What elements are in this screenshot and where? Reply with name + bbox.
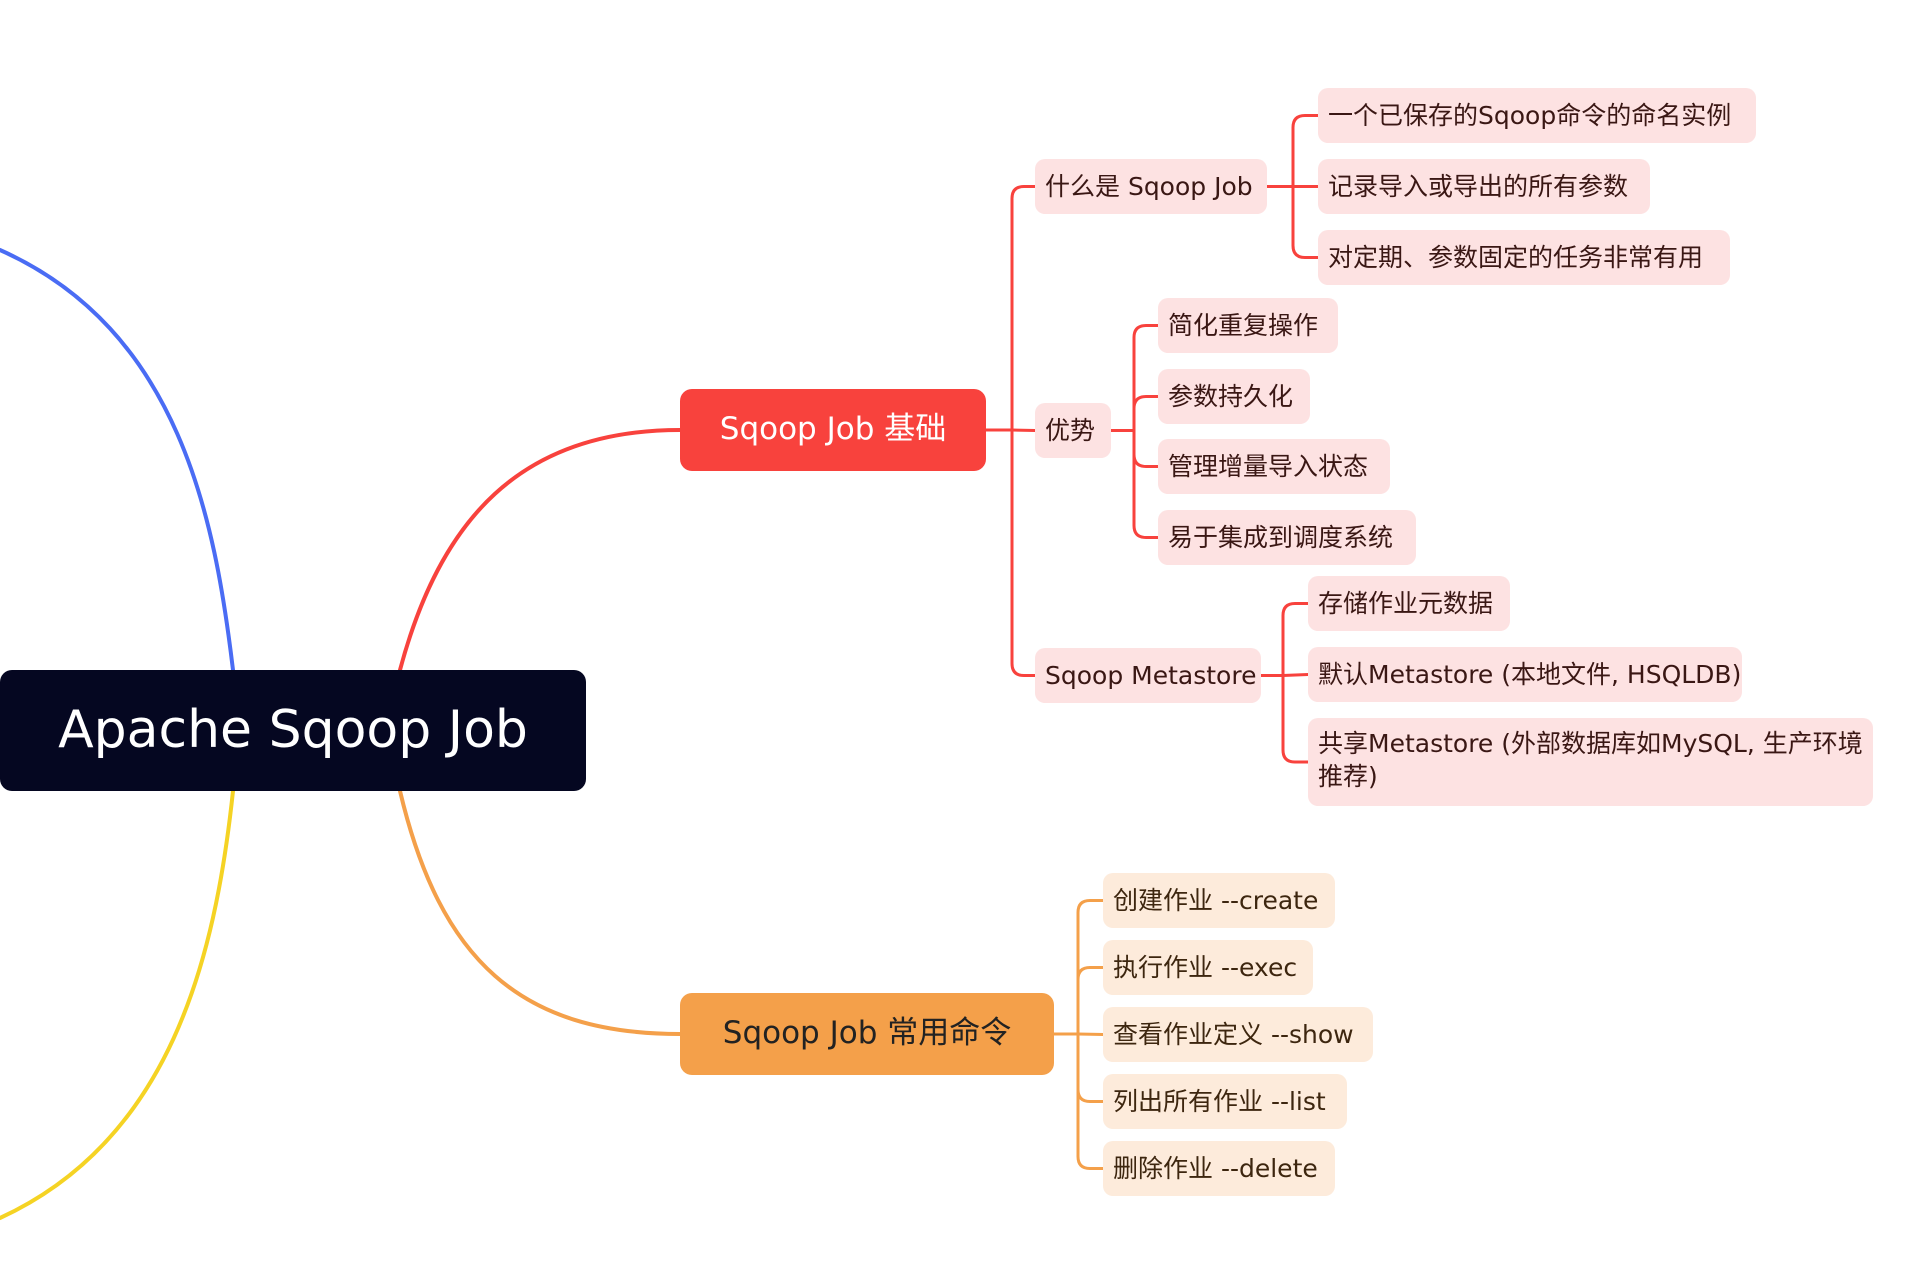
branch-line-commands bbox=[398, 789, 682, 1036]
topic-sqoop-job-basics[interactable]: Sqoop Job 基础 bbox=[680, 389, 986, 471]
metastore-connector-link bbox=[1281, 602, 1310, 677]
advantages-connector-link bbox=[1132, 429, 1160, 468]
advantages-connector-link bbox=[1132, 395, 1160, 432]
topic-label: Sqoop Job 常用命令 bbox=[722, 1015, 1012, 1052]
leaf-topic[interactable]: 查看作业定义 --show bbox=[1103, 1007, 1373, 1062]
branch-line-offscreen-top bbox=[0, 248, 235, 672]
leaf-topic[interactable]: 对定期、参数固定的任务非常有用 bbox=[1318, 230, 1730, 285]
subtopic-label: 优势 bbox=[1045, 415, 1096, 445]
what-connector-link bbox=[1291, 185, 1320, 259]
leaf-topic[interactable]: 管理增量导入状态 bbox=[1158, 439, 1390, 494]
leaf-topic[interactable]: 简化重复操作 bbox=[1158, 298, 1338, 353]
branch-line-offscreen-bottom bbox=[0, 789, 235, 1220]
basics-connector-link bbox=[1010, 185, 1037, 432]
leaf-label: 创建作业 --create bbox=[1113, 885, 1319, 915]
leaf-topic[interactable]: 共享Metastore (外部数据库如MySQL, 生产环境推荐) bbox=[1308, 718, 1873, 806]
leaf-label: 默认Metastore (本地文件, HSQLDB) bbox=[1318, 659, 1742, 689]
subtopic-label: Sqoop Metastore bbox=[1045, 660, 1257, 690]
metastore-connector-link bbox=[1281, 673, 1310, 677]
leaf-label: 参数持久化 bbox=[1168, 381, 1294, 411]
commands-connector-link bbox=[1076, 1032, 1105, 1103]
root-topic[interactable]: Apache Sqoop Job bbox=[0, 670, 586, 791]
leaf-topic[interactable]: 执行作业 --exec bbox=[1103, 940, 1313, 995]
leaf-topic[interactable]: 存储作业元数据 bbox=[1308, 576, 1510, 631]
leaf-label: 删除作业 --delete bbox=[1113, 1153, 1318, 1183]
leaf-topic[interactable]: 一个已保存的Sqoop命令的命名实例 bbox=[1318, 88, 1756, 143]
leaf-label: 一个已保存的Sqoop命令的命名实例 bbox=[1328, 100, 1732, 130]
leaf-topic[interactable]: 列出所有作业 --list bbox=[1103, 1074, 1347, 1129]
leaf-topic[interactable]: 删除作业 --delete bbox=[1103, 1141, 1335, 1196]
leaf-label: 共享Metastore (外部数据库如MySQL, 生产环境推荐) bbox=[1318, 729, 1863, 791]
what-connector-link bbox=[1291, 114, 1320, 188]
commands-connector-link bbox=[1076, 899, 1105, 1036]
leaf-label: 执行作业 --exec bbox=[1113, 952, 1298, 982]
leaf-topic[interactable]: 记录导入或导出的所有参数 bbox=[1318, 159, 1650, 214]
leaf-label: 查看作业定义 --show bbox=[1113, 1019, 1354, 1049]
metastore-connector-link bbox=[1281, 674, 1310, 764]
commands-connector-link bbox=[1076, 966, 1105, 1036]
leaf-topic[interactable]: 创建作业 --create bbox=[1103, 873, 1335, 928]
advantages-connector-link bbox=[1132, 429, 1160, 539]
basics-connector-link bbox=[1010, 428, 1037, 432]
leaf-topic[interactable]: 默认Metastore (本地文件, HSQLDB) bbox=[1308, 647, 1742, 702]
subtopic-advantages[interactable]: 优势 bbox=[1035, 403, 1111, 458]
root-topic-label: Apache Sqoop Job bbox=[58, 700, 528, 761]
basics-connector-link bbox=[1010, 428, 1037, 677]
branch-line-basics bbox=[398, 428, 682, 672]
leaf-label: 记录导入或导出的所有参数 bbox=[1328, 171, 1629, 201]
leaf-topic[interactable]: 参数持久化 bbox=[1158, 369, 1310, 424]
subtopic-what-is-job[interactable]: 什么是 Sqoop Job bbox=[1035, 159, 1267, 214]
leaf-label: 存储作业元数据 bbox=[1318, 588, 1494, 618]
leaf-label: 对定期、参数固定的任务非常有用 bbox=[1328, 242, 1704, 272]
commands-connector-link bbox=[1076, 1032, 1105, 1036]
topic-label: Sqoop Job 基础 bbox=[719, 411, 947, 448]
leaf-label: 简化重复操作 bbox=[1168, 310, 1319, 340]
leaf-label: 易于集成到调度系统 bbox=[1168, 522, 1394, 552]
subtopic-metastore[interactable]: Sqoop Metastore bbox=[1035, 648, 1261, 703]
commands-connector-link bbox=[1076, 1032, 1105, 1170]
topic-sqoop-job-commands[interactable]: Sqoop Job 常用命令 bbox=[680, 993, 1054, 1075]
advantages-connector-link bbox=[1132, 324, 1160, 432]
subtopic-label: 什么是 Sqoop Job bbox=[1045, 171, 1253, 201]
leaf-label: 列出所有作业 --list bbox=[1113, 1086, 1326, 1116]
leaf-label: 管理增量导入状态 bbox=[1168, 451, 1369, 481]
leaf-topic[interactable]: 易于集成到调度系统 bbox=[1158, 510, 1416, 565]
